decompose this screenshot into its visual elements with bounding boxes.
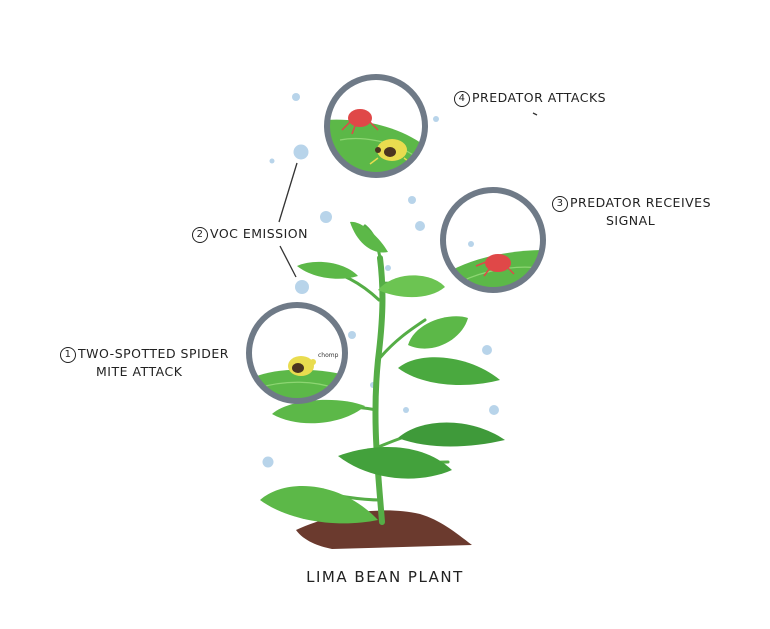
svg-text:chomp: chomp xyxy=(318,352,339,359)
predatory-mite-signal-icon xyxy=(485,254,511,272)
circle-predator-attacks xyxy=(324,74,428,178)
step-number-1: 1 xyxy=(60,347,76,363)
step-number-2: 2 xyxy=(192,227,208,243)
circle-mite-attack: chomp xyxy=(246,302,348,404)
plant-leaves xyxy=(260,221,505,524)
step-4-line1: PREDATOR ATTACKS xyxy=(472,90,607,105)
voc-pointer-lines xyxy=(278,112,538,278)
step-number-4: 4 xyxy=(454,91,470,107)
step-1-line1: TWO-SPOTTED SPIDER xyxy=(78,346,229,361)
step-number-3: 3 xyxy=(552,196,568,212)
voc-bubbles xyxy=(262,93,499,468)
step-3-line1: PREDATOR RECEIVES xyxy=(570,195,712,210)
step-1-line2: MITE ATTACK xyxy=(96,364,183,379)
step-2-line1: VOC EMISSION xyxy=(210,226,308,241)
predatory-mite-icon xyxy=(348,109,372,127)
step-3-line2: SIGNAL xyxy=(606,213,656,228)
diagram-title: LIMA BEAN PLANT xyxy=(306,568,464,586)
circle-predator-signal xyxy=(440,187,546,293)
